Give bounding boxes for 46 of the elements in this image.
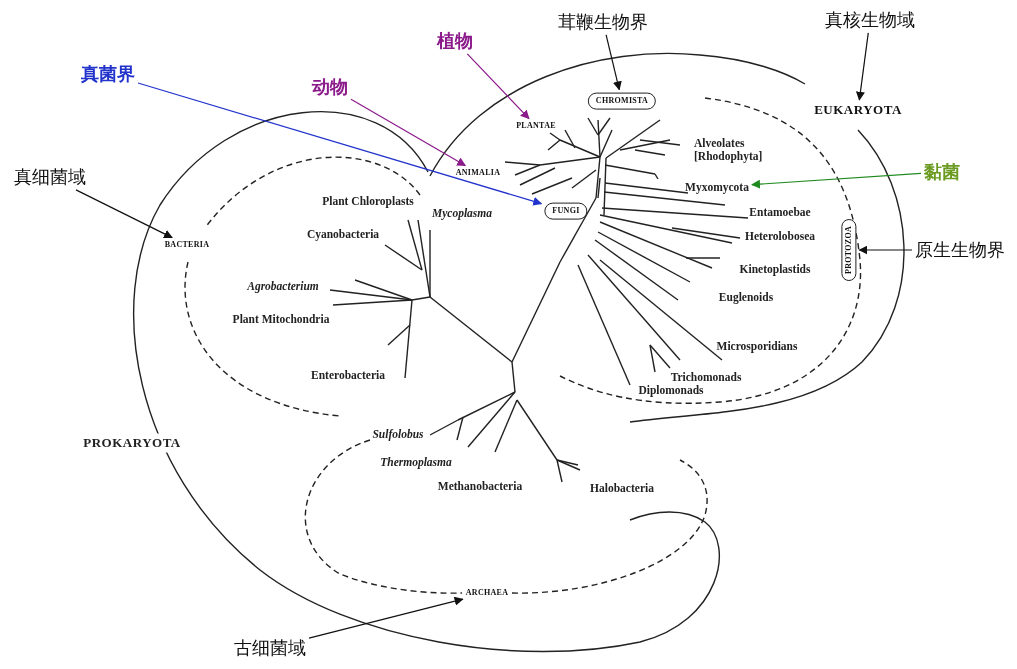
- taxon-label: PLANTAE: [516, 121, 556, 131]
- arrow: [350, 98, 467, 167]
- annotation-label: 原生生物界: [915, 240, 1005, 260]
- taxon-label: Euglenoids: [718, 291, 774, 305]
- taxon-label: Trichomonads: [670, 371, 742, 385]
- taxon-label: Myxomycota: [685, 180, 749, 194]
- taxon-label: Enterobacteria: [311, 369, 385, 383]
- taxon-label: Diplomonads: [638, 384, 704, 398]
- domain-label: PROKARYOTA: [80, 433, 184, 453]
- taxon-label: Plant Chloroplasts: [322, 195, 414, 209]
- taxon-label: ANIMALIA: [455, 168, 501, 178]
- kingdom-box: CHROMISTA: [587, 92, 657, 110]
- annotation-label: 植物: [437, 31, 473, 51]
- taxon-label: Plant Mitochondria: [232, 313, 330, 327]
- arrow: [308, 596, 464, 639]
- annotation-label: 真菌界: [81, 64, 135, 84]
- annotation-label: 真细菌域: [14, 167, 86, 187]
- arrow: [751, 172, 922, 189]
- annotation-label: 古细菌域: [234, 638, 306, 658]
- taxon-label: Sulfolobus: [372, 428, 424, 442]
- taxon-label: Methanobacteria: [437, 480, 523, 494]
- taxon-label: Mycoplasma: [431, 207, 493, 221]
- taxon-label: Thermoplasma: [380, 456, 452, 470]
- arrow: [605, 34, 622, 91]
- taxon-label: BACTERIA: [164, 240, 210, 250]
- taxon-label: Cyanobacteria: [306, 228, 380, 242]
- taxon-label: Halobacteria: [590, 482, 654, 496]
- taxon-label: Microsporidians: [716, 340, 798, 354]
- taxon-label: Kinetoplastids: [739, 263, 811, 277]
- taxon-label: Heterolobosea: [744, 230, 816, 244]
- annotation-label: 黏菌: [924, 162, 960, 182]
- taxon-label: Agrobacterium: [247, 280, 319, 294]
- annotation-label: 真核生物域: [825, 10, 915, 30]
- kingdom-box: FUNGI: [544, 202, 588, 220]
- domain-label: EUKARYOTA: [814, 102, 902, 118]
- arrow: [466, 53, 530, 120]
- annotation-label: 茸鞭生物界: [558, 12, 648, 32]
- taxon-label: ARCHAEA: [465, 588, 509, 598]
- arrow: [75, 189, 173, 239]
- arrow: [858, 245, 913, 255]
- taxon-label: Entamoebae: [749, 206, 811, 220]
- kingdom-box: PROTOZOA: [841, 219, 857, 281]
- arrow: [137, 82, 543, 206]
- taxon-label: Alveolates [Rhodophyta]: [694, 136, 764, 164]
- arrow: [855, 32, 869, 101]
- annotation-label: 动物: [312, 77, 348, 97]
